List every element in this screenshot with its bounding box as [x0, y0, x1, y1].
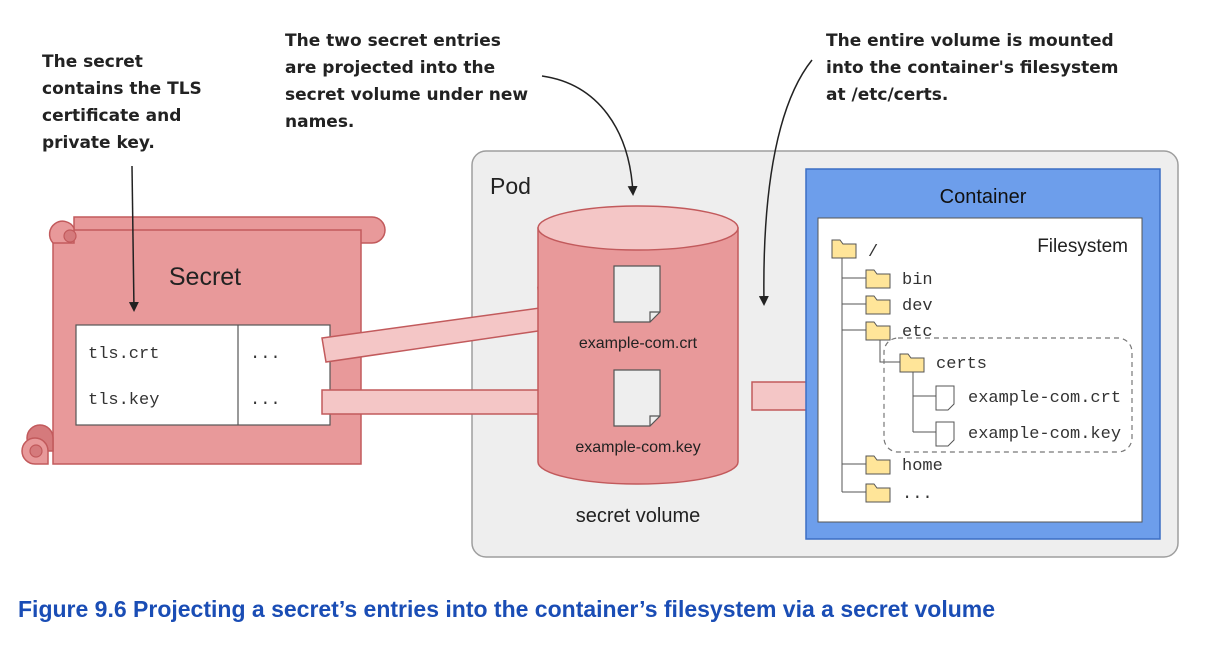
secret-volume-label: secret volume: [576, 505, 701, 527]
entries-annotation: The two secret entries are projected int…: [285, 31, 528, 132]
secret-entry-key-1: tls.crt: [88, 345, 159, 364]
fs-file-crt: example-com.crt: [968, 389, 1121, 408]
filesystem-title: Filesystem: [1037, 236, 1128, 257]
folder-icon: [865, 295, 891, 315]
mount-note-line-1: The entire volume is mounted: [826, 31, 1114, 51]
mount-note-line-2: into the container's filesystem: [826, 58, 1119, 78]
fs-dir-bin: bin: [902, 271, 933, 290]
tree-lines: [841, 256, 936, 493]
entries-note-line-1: The two secret entries: [285, 31, 501, 51]
mount-note-line-3: at /etc/certs.: [826, 85, 948, 105]
secret-volume-cylinder: [537, 205, 739, 485]
entries-note-line-4: names.: [285, 112, 354, 132]
fs-dir-home: home: [902, 457, 943, 476]
folder-icon: [865, 321, 891, 341]
secret-note-line-2: contains the TLS: [42, 79, 202, 99]
container-title: Container: [940, 186, 1027, 208]
file-icon: [613, 265, 661, 323]
secret-entry-value-2: ...: [250, 391, 281, 410]
volume-file-crt: example-com.crt: [579, 335, 698, 352]
folder-icon: [899, 353, 925, 373]
folder-icon: [865, 455, 891, 475]
secret-note-line-4: private key.: [42, 133, 155, 153]
secret-entry-value-1: ...: [250, 345, 281, 364]
entries-note-line-3: secret volume under new: [285, 85, 528, 105]
fs-dir-more: ...: [902, 485, 933, 504]
mount-note-arrow: [758, 59, 813, 306]
pod-title: Pod: [490, 173, 531, 199]
fs-file-key: example-com.key: [968, 425, 1121, 444]
secret-entries-table: tls.crt ... tls.key ...: [75, 324, 331, 426]
secret-note-line-1: The secret: [42, 52, 143, 72]
fs-dir-dev: dev: [902, 297, 933, 316]
file-icon: [935, 385, 955, 411]
fs-dir-certs: certs: [936, 355, 987, 374]
folder-icon: [831, 239, 857, 259]
folder-icon: [865, 269, 891, 289]
secret-annotation: The secret contains the TLS certificate …: [42, 52, 202, 153]
file-icon: [935, 421, 955, 447]
file-icon: [613, 369, 661, 427]
fs-dir-etc: etc: [902, 323, 933, 342]
certs-highlight: [883, 337, 1133, 453]
secret-note-arrow: [128, 165, 139, 312]
figure-caption: Figure 9.6 Projecting a secret’s entries…: [18, 596, 996, 622]
secret-entry-key-2: tls.key: [88, 391, 159, 410]
folder-icon: [865, 483, 891, 503]
volume-file-key: example-com.key: [575, 439, 700, 456]
fs-root: /: [868, 243, 878, 262]
secret-title: Secret: [169, 263, 241, 291]
mount-annotation: The entire volume is mounted into the co…: [826, 31, 1119, 105]
entries-note-arrow: [541, 75, 638, 196]
secret-note-line-3: certificate and: [42, 106, 181, 126]
entries-note-line-2: are projected into the: [285, 58, 495, 78]
